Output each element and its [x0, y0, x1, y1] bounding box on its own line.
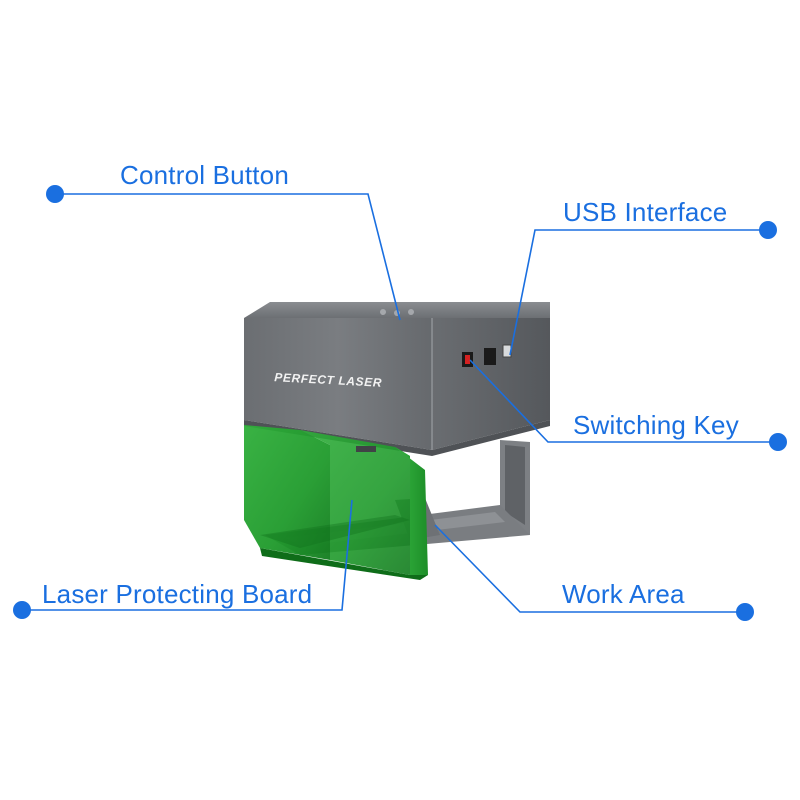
callout-line-control-button [55, 193, 401, 321]
label-switching-key: Switching Key [573, 410, 739, 440]
device-body: PERFECT LASER [244, 302, 550, 456]
dot-control-button [46, 185, 64, 203]
callout-line-work-area [434, 524, 745, 613]
dot-usb-interface [759, 221, 777, 239]
usb-port-block [484, 348, 496, 365]
callout-line-laser-protecting-board [22, 499, 353, 611]
label-laser-protecting-board: Laser Protecting Board [42, 579, 313, 609]
laser-protecting-board [244, 425, 428, 580]
dot-laser-protecting-board [13, 601, 31, 619]
laser-engraver-device: PERFECT LASER [244, 302, 550, 580]
brand-text: PERFECT LASER [274, 370, 382, 390]
dot-work-area [736, 603, 754, 621]
callout-line-usb-interface [509, 229, 768, 356]
label-control-button: Control Button [120, 160, 290, 190]
callout-dots [13, 185, 787, 621]
dot-switching-key [769, 433, 787, 451]
callout-line-switching-key [469, 359, 778, 443]
label-work-area: Work Area [562, 579, 685, 609]
label-usb-interface: USB Interface [563, 197, 728, 227]
usb-port[interactable] [502, 344, 512, 358]
callout-lines [22, 193, 778, 613]
